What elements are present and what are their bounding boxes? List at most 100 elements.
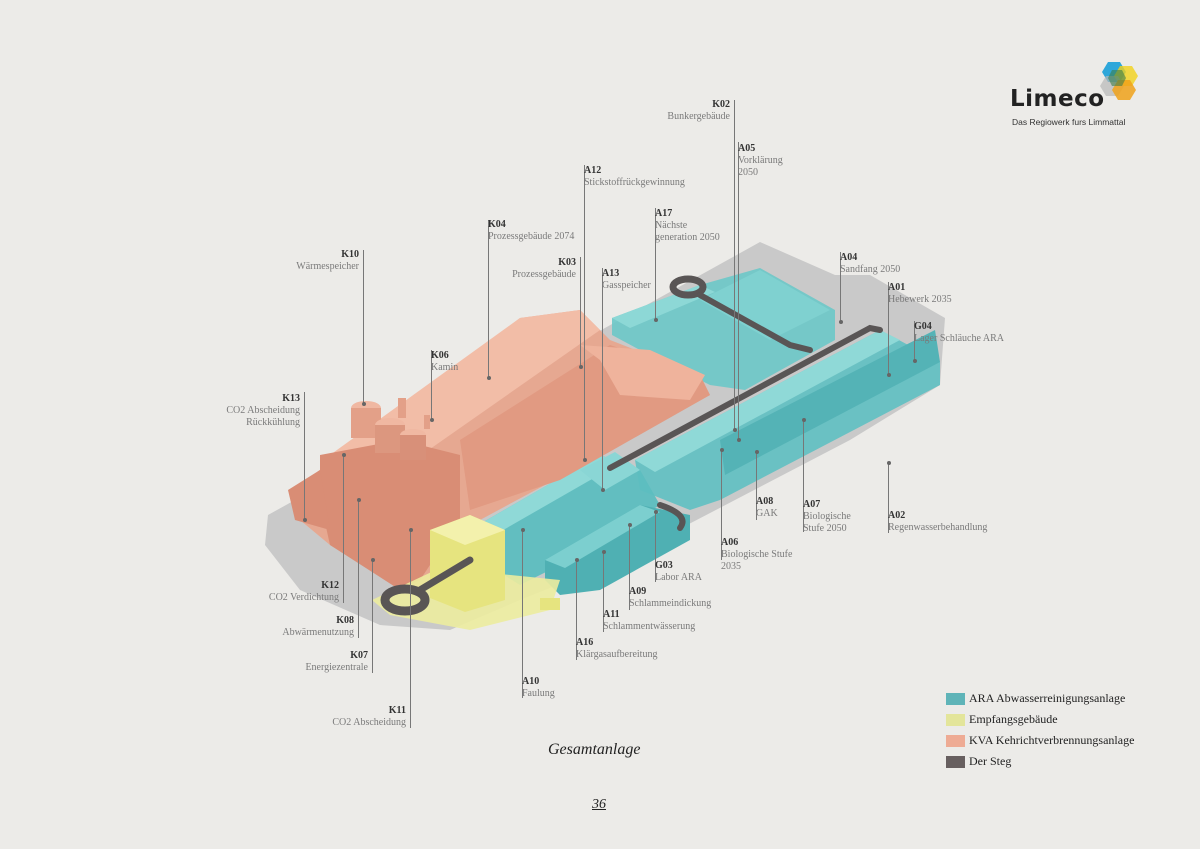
label-code: K08 — [336, 615, 354, 626]
page-number: 36 — [592, 797, 606, 812]
label-name: Nächste — [655, 220, 688, 231]
leader-a17 — [653, 208, 658, 322]
legend-item-kva: KVA Kehrichtverbrennungsanlage — [946, 730, 1134, 751]
leader-k11 — [408, 528, 413, 728]
leader-k13 — [302, 392, 307, 522]
leader-a02 — [886, 461, 891, 533]
label-name: Prozessgebäude — [512, 269, 576, 280]
label-name: Vorklärung — [738, 155, 783, 166]
legend-swatch — [946, 755, 965, 768]
label-code: K02 — [712, 99, 730, 110]
label-code: K07 — [350, 650, 368, 661]
label-name: Stickstoffrückgewinnung — [584, 177, 685, 188]
leader-k12 — [341, 453, 346, 603]
leader-a12 — [582, 165, 587, 462]
label-name: Regenwasserbehandlung — [888, 522, 988, 533]
label-name: Schlammeindickung — [629, 598, 712, 609]
legend-item-steg: Der Steg — [946, 751, 1134, 772]
label-code: A09 — [629, 586, 647, 597]
label-code: G04 — [914, 321, 932, 332]
leader-k03 — [578, 257, 583, 369]
label-code: A05 — [738, 143, 756, 154]
label-name: Rückkühlung — [246, 417, 300, 428]
label-code: A10 — [522, 676, 540, 687]
leader-k10 — [361, 250, 366, 406]
label-code: A06 — [721, 537, 739, 548]
label-name: Schlammentwässerung — [603, 621, 696, 632]
label-code: K12 — [321, 580, 339, 591]
label-name: CO2 Abscheidung — [226, 405, 300, 416]
legend-swatch — [946, 734, 965, 747]
label-name: GAK — [756, 508, 778, 519]
label-name: Biologische — [803, 511, 851, 522]
label-name: generation 2050 — [655, 232, 720, 243]
label-name: 2050 — [738, 167, 758, 178]
leader-a16 — [574, 558, 579, 660]
label-code: A07 — [803, 499, 821, 510]
leader-a07 — [801, 418, 806, 532]
leader-g04 — [912, 321, 917, 363]
label-code: K06 — [431, 350, 449, 361]
der-steg — [380, 275, 883, 616]
logo-hexagons-icon — [1100, 62, 1138, 100]
label-code: A13 — [602, 268, 620, 279]
leader-k02 — [732, 100, 737, 432]
leader-k08 — [356, 498, 361, 638]
leader-a11 — [601, 550, 606, 632]
label-code: A11 — [603, 609, 620, 620]
leader-k07 — [370, 558, 375, 673]
label-name: Gasspeicher — [602, 280, 651, 291]
leader-a05 — [736, 142, 741, 442]
kva-buildings — [288, 310, 710, 590]
label-code: A04 — [840, 252, 858, 263]
label-name: Faulung — [522, 688, 555, 699]
label-name: 2035 — [721, 561, 741, 572]
label-code: A12 — [584, 165, 602, 176]
legend-item-ara: ARA Abwasserreinigungsanlage — [946, 688, 1134, 709]
label-name: Energiezentrale — [305, 662, 368, 673]
label-name: CO2 Abscheidung — [332, 717, 406, 728]
leader-a06 — [719, 448, 724, 560]
leader-a08 — [754, 450, 759, 520]
label-code: G03 — [655, 560, 673, 571]
label-name: Klärgasaufbereitung — [576, 649, 658, 660]
label-name: Sandfang 2050 — [840, 264, 901, 275]
leader-a01 — [886, 282, 891, 377]
label-code: A01 — [888, 282, 906, 293]
label-code: A08 — [756, 496, 774, 507]
label-name: Hebewerk 2035 — [888, 294, 952, 305]
label-name: Lager Schläuche ARA — [914, 333, 1004, 344]
label-code: K13 — [282, 393, 300, 404]
leader-a13 — [600, 268, 605, 492]
label-name: Bunkergebäude — [667, 111, 730, 122]
label-code: A17 — [655, 208, 673, 219]
label-code: A16 — [576, 637, 594, 648]
label-name: Prozessgebäude 2074 — [488, 231, 575, 242]
leader-g03 — [653, 510, 658, 582]
legend: ARA Abwasserreinigungsanlage Empfangsgeb… — [946, 688, 1134, 772]
legend-item-empfang: Empfangsgebäude — [946, 709, 1134, 730]
leader-k06 — [429, 350, 434, 422]
label-code: K04 — [488, 219, 506, 230]
